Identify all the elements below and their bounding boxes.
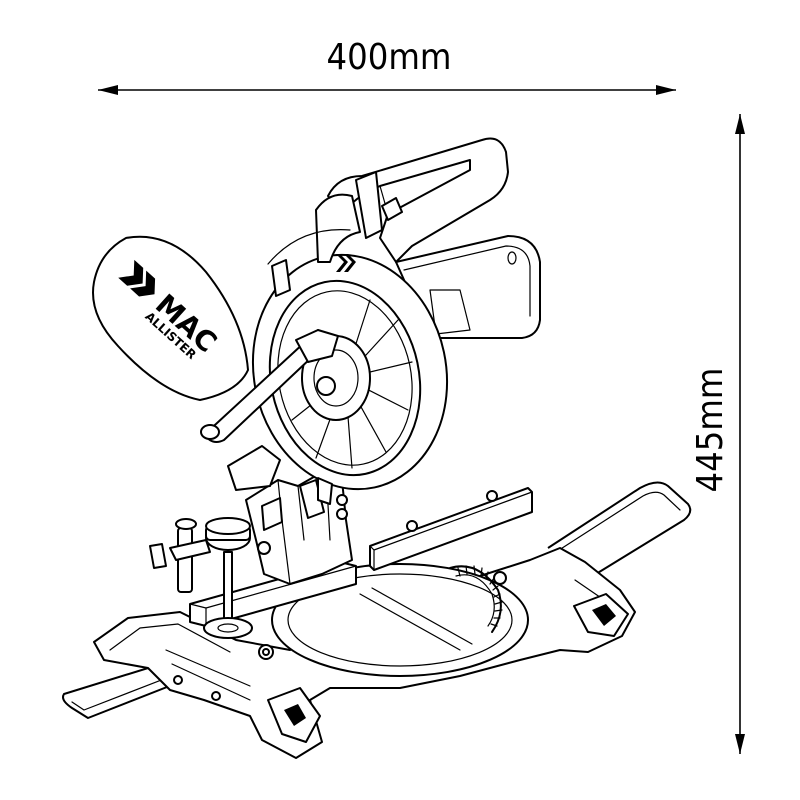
miter-scale [449, 565, 503, 633]
motor-housing [395, 235, 541, 339]
saw-handle [327, 137, 509, 263]
height-dimension: 445mm [690, 114, 745, 754]
hold-down-clamp [149, 517, 253, 639]
right-extension-rod [547, 481, 692, 575]
turntable [271, 563, 529, 677]
dust-bag: MAC ALLISTER [92, 235, 249, 401]
miter-saw-illustration: MAC ALLISTER [62, 137, 692, 759]
width-dimension-label: 400mm [327, 37, 452, 78]
blade-guard [200, 193, 449, 519]
width-dimension: 400mm [98, 37, 676, 95]
fasteners [258, 490, 507, 660]
height-dimension-label: 445mm [690, 368, 731, 493]
saw-base [93, 547, 636, 759]
